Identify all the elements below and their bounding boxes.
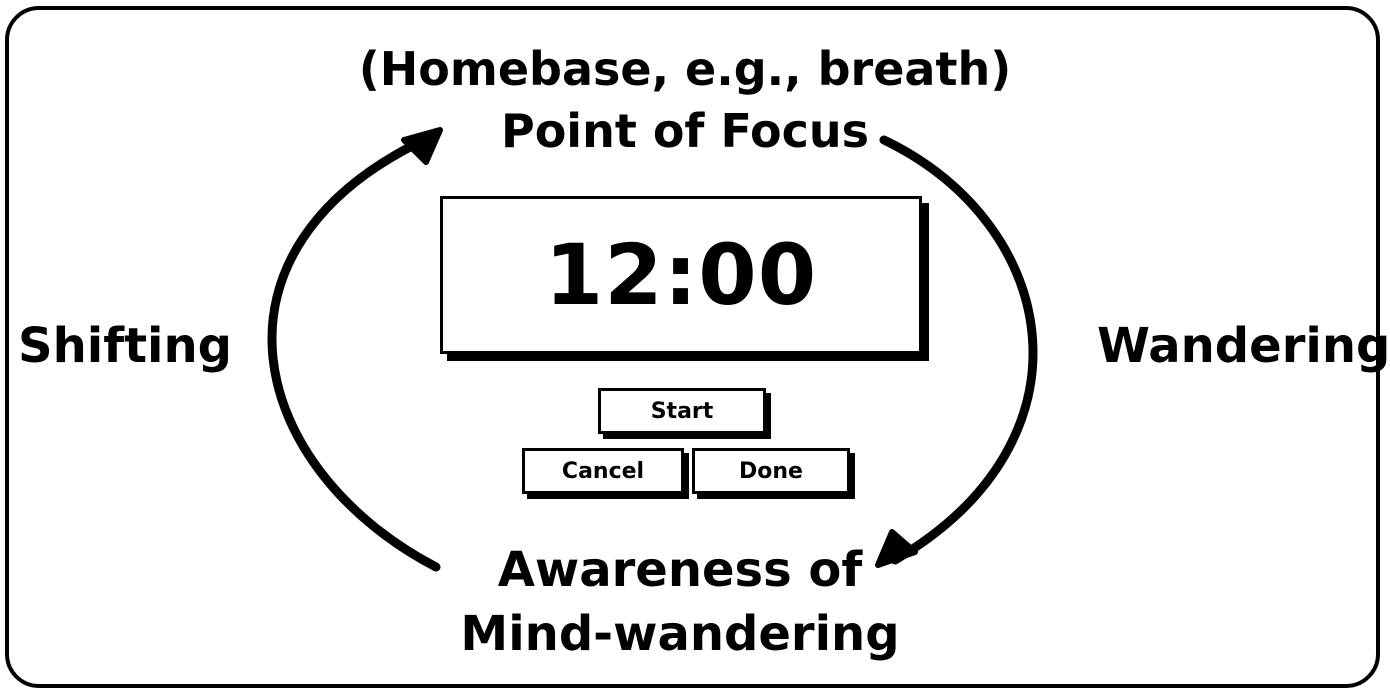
mind-wandering-label: Mind-wandering bbox=[460, 606, 900, 662]
arrow-shifting-icon bbox=[267, 127, 443, 572]
done-button[interactable]: Done bbox=[692, 448, 850, 494]
timer-display: 12:00 bbox=[440, 196, 922, 354]
cancel-button[interactable]: Cancel bbox=[522, 448, 684, 494]
point-of-focus-label: Point of Focus bbox=[500, 104, 870, 158]
outer-frame bbox=[5, 6, 1380, 688]
shifting-label: Shifting bbox=[18, 318, 233, 374]
arrow-wandering-icon bbox=[875, 135, 1038, 568]
wandering-label: Wandering bbox=[1097, 318, 1390, 374]
awareness-label: Awareness of bbox=[497, 542, 863, 598]
timer-value: 12:00 bbox=[544, 226, 818, 324]
start-button[interactable]: Start bbox=[598, 388, 766, 434]
homebase-label: (Homebase, e.g., breath) bbox=[358, 42, 1012, 96]
